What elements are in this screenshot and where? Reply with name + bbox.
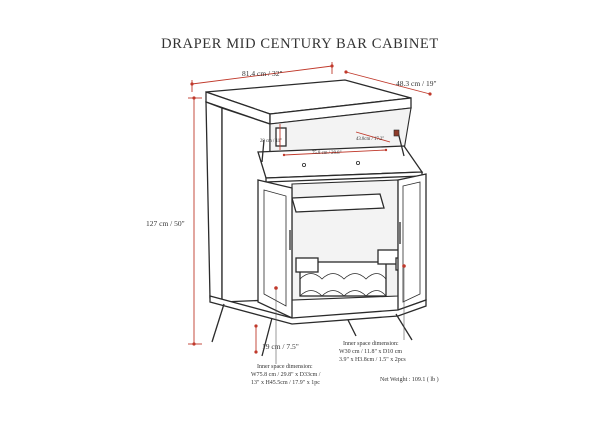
open-shelf-width-dimension: 75.8 cm / 29.8" [282,148,388,157]
leg-front-left [211,303,225,343]
width-label: 81.4 cm / 32" [242,69,283,78]
wine-rack [299,261,387,297]
height-dimension: 127 cm / 50" [146,96,202,346]
right-door [397,173,427,311]
shelf-support [275,127,287,147]
open-shelf-height-dimension: 28 cm / 11" [260,124,282,150]
open-shelf-width-label: 75.8 cm / 29.8" [312,151,342,156]
inner-right-leader [402,264,406,340]
leg-front-mid [261,317,273,357]
inner-right-line-2: W30 cm / 11.8" x D10 cm [339,349,402,355]
cabinet-drawing [205,79,427,357]
inner-left-leader [274,286,278,364]
width-dimension: 81.4 cm / 32" [190,62,334,92]
depth-dimension: 48.3 cm / 19" [344,70,437,96]
glass-holder-left [295,257,319,273]
open-shelf-depth-label: 43.8cm / 17.2" [356,137,384,142]
inner-left-line-1: Inner space dimension: [257,364,313,370]
left-side-panel [205,101,223,303]
open-shelf-height-label: 28 cm / 11" [260,139,282,144]
cabinet-base [209,295,427,325]
inner-right-line-3: 3.9" x H3.8cm / 1.5" x 2pcs [339,357,406,363]
net-weight: Net Weight : 109.1 ( lb ) [380,376,439,383]
diagram-title: DRAPER MID CENTURY BAR CABINET [161,36,439,52]
inner-space-left-note: Inner space dimension: W75.8 cm / 29.8" … [251,364,321,386]
left-flap-stay [261,139,265,163]
leg-height-dimension: 19 cm / 7.5" [254,324,299,354]
leg-front-right [347,319,357,337]
open-shelf-depth-dimension: 43.8cm / 17.2" [355,131,391,143]
leg-height-label: 19 cm / 7.5" [262,342,299,351]
depth-label: 48.3 cm / 19" [396,79,437,88]
inner-left-line-2: W75.8 cm / 29.8" x D33cm / [251,372,321,378]
height-label: 127 cm / 50" [146,219,185,228]
inner-space-right-note: Inner space dimension: W30 cm / 11.8" x … [339,341,406,363]
inner-left-line-3: 13" x H45.5cm / 17.9" x 1pc [251,380,320,386]
inner-right-line-1: Inner space dimension: [343,341,399,347]
left-door [257,179,293,320]
